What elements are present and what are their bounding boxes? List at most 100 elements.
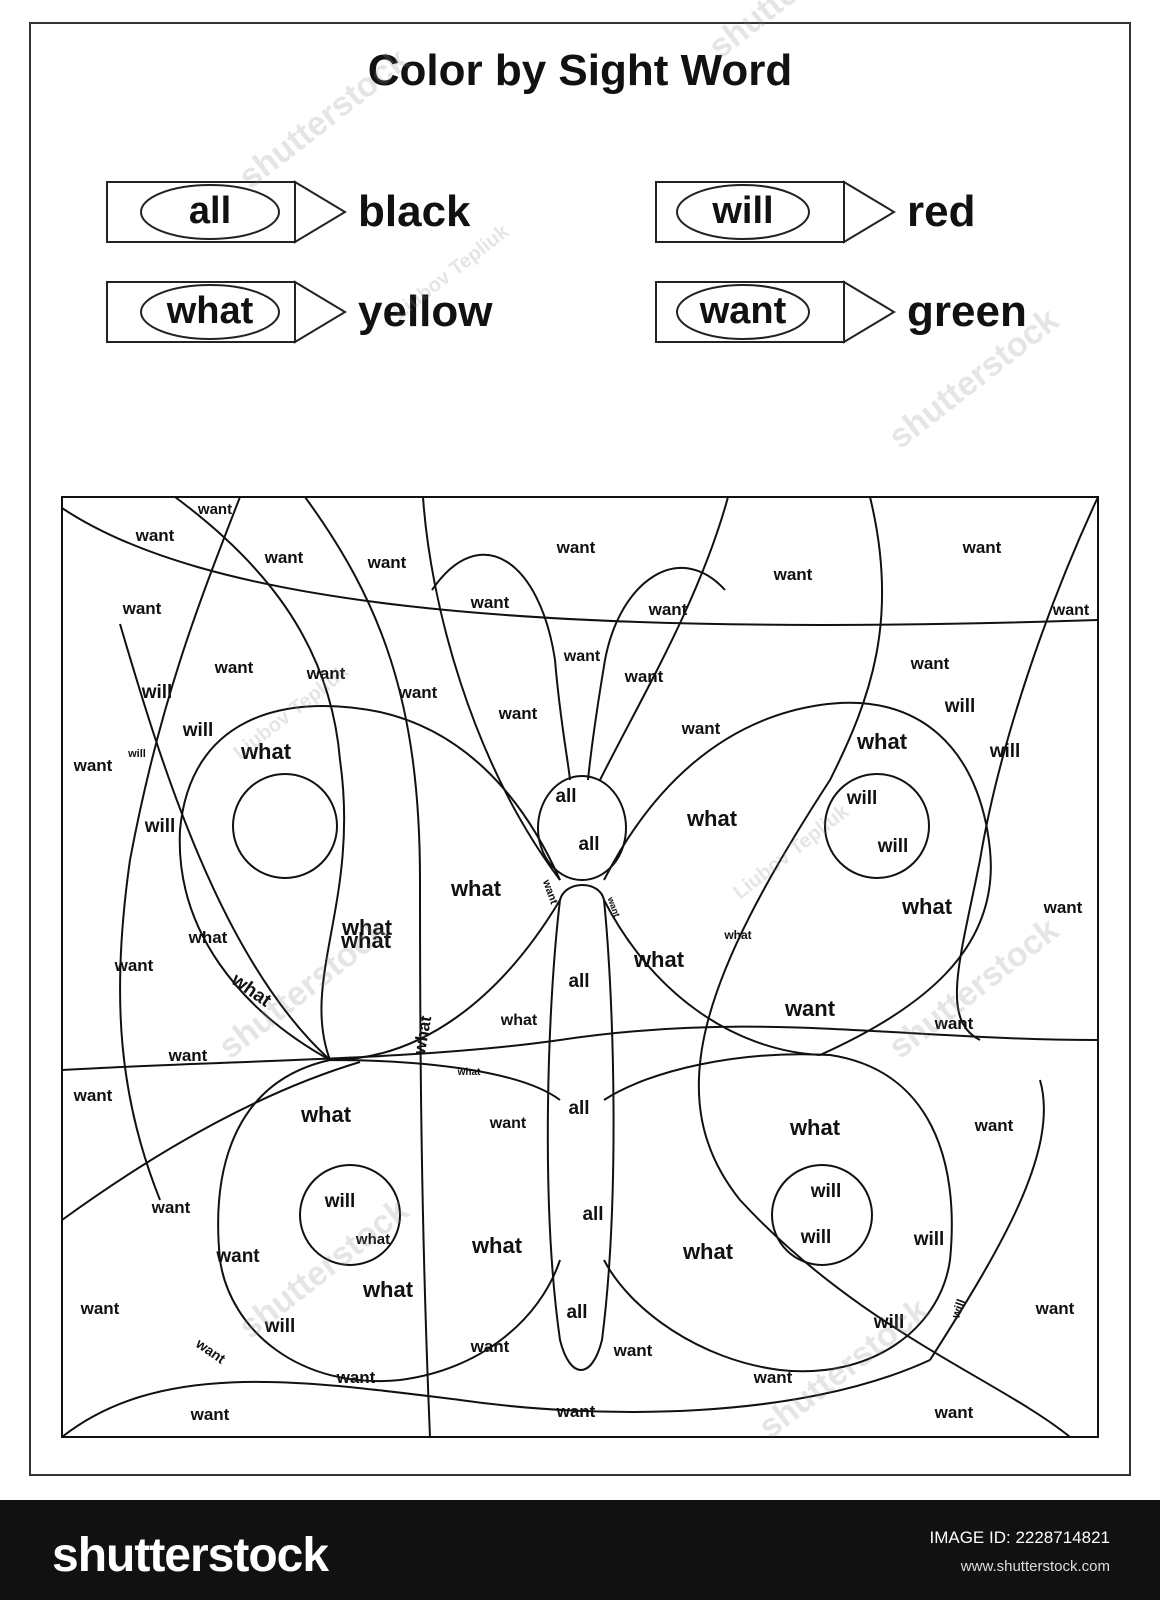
butterfly-body bbox=[546, 884, 615, 1371]
region-label: want bbox=[470, 593, 510, 612]
region-label: want bbox=[122, 599, 162, 618]
region-label: want bbox=[563, 648, 601, 665]
region-label: want bbox=[648, 600, 688, 619]
footer-url: www.shutterstock.com bbox=[960, 1558, 1110, 1575]
region-label: want bbox=[470, 1337, 510, 1356]
key-color-name: green bbox=[907, 287, 1027, 336]
region-line bbox=[955, 496, 1099, 1041]
region-label: what bbox=[362, 1277, 414, 1302]
crayon-icon bbox=[106, 280, 347, 344]
region-label: want bbox=[73, 1086, 113, 1105]
region-label: will bbox=[324, 1191, 356, 1212]
worksheet-frame bbox=[29, 22, 1131, 1476]
region-line bbox=[422, 496, 561, 881]
region-label: what bbox=[355, 1231, 390, 1248]
region-label: will bbox=[948, 1297, 968, 1321]
region-label: want bbox=[962, 538, 1002, 557]
region-label: want bbox=[681, 719, 721, 738]
region-label: what bbox=[723, 928, 751, 942]
region-label: will bbox=[877, 836, 909, 857]
region-label: what bbox=[901, 894, 953, 919]
region-label: want bbox=[190, 1405, 230, 1424]
footer-bar: shutterstock IMAGE ID: 2228714821 www.sh… bbox=[0, 1500, 1160, 1600]
region-label: what bbox=[450, 876, 502, 901]
butterfly-coloring-picture: want want want want want want want want … bbox=[61, 0, 1099, 1446]
region-label: want bbox=[336, 1368, 376, 1387]
region-label: want bbox=[613, 1341, 653, 1360]
region-label: want bbox=[498, 704, 538, 723]
crayon-icon bbox=[655, 180, 896, 244]
region-label: want bbox=[773, 565, 813, 584]
region-label: what bbox=[340, 928, 392, 953]
region-label: what bbox=[341, 915, 393, 940]
region-label: want bbox=[556, 1402, 596, 1421]
key-crayon-want: want green bbox=[655, 280, 1055, 345]
wing-spot bbox=[771, 1164, 873, 1266]
region-label: what bbox=[686, 806, 738, 831]
svg-text:Liubov Tepliuk: Liubov Tepliuk bbox=[390, 220, 514, 324]
region-label: want bbox=[934, 1014, 974, 1033]
region-label: what bbox=[500, 1012, 538, 1029]
region-label: want bbox=[398, 683, 438, 702]
page-title: Color by Sight Word bbox=[367, 46, 793, 95]
region-label: what bbox=[240, 739, 292, 764]
region-line bbox=[61, 1359, 931, 1438]
region-label: want bbox=[1035, 1299, 1075, 1318]
region-line bbox=[119, 623, 331, 1061]
region-label: will bbox=[913, 1229, 945, 1250]
region-line bbox=[174, 496, 346, 1061]
region-line bbox=[929, 1079, 1045, 1361]
region-label: want bbox=[910, 654, 950, 673]
region-label: want bbox=[540, 877, 560, 906]
region-label: all bbox=[582, 1204, 603, 1225]
wing-lower-left bbox=[217, 1058, 561, 1383]
region-label: what bbox=[188, 928, 228, 947]
wing-upper-left bbox=[178, 705, 561, 1062]
region-label: want bbox=[624, 667, 664, 686]
key-crayon-will: will red bbox=[655, 180, 1055, 245]
region-line bbox=[61, 1025, 1099, 1071]
key-color-name: black bbox=[358, 187, 471, 236]
antenna-left bbox=[431, 553, 571, 781]
region-label: all bbox=[568, 971, 589, 992]
wing-spot bbox=[299, 1164, 401, 1266]
svg-text:shutterstock: shutterstock bbox=[882, 301, 1066, 457]
region-label: what bbox=[300, 1102, 352, 1127]
svg-text:shutterstock: shutterstock bbox=[232, 41, 416, 197]
region-label: will bbox=[873, 1312, 905, 1333]
region-line bbox=[119, 496, 241, 1201]
shutterstock-logo: shutterstock bbox=[52, 1529, 329, 1582]
region-label: what bbox=[682, 1239, 734, 1264]
region-line bbox=[61, 1061, 361, 1221]
region-label: will bbox=[144, 816, 176, 837]
region-label: want bbox=[214, 658, 254, 677]
key-color-name: red bbox=[907, 187, 976, 236]
region-label: want bbox=[135, 526, 175, 545]
region-label: will bbox=[989, 741, 1021, 762]
region-label: want bbox=[1043, 898, 1083, 917]
region-label: will bbox=[944, 696, 976, 717]
key-word: what bbox=[166, 290, 254, 332]
region-label: will bbox=[182, 720, 214, 741]
region-label: want bbox=[215, 1246, 260, 1267]
svg-text:shutterstock: shutterstock bbox=[232, 1191, 416, 1347]
region-label: want bbox=[80, 1299, 120, 1318]
region-label: will bbox=[810, 1181, 842, 1202]
wing-spot bbox=[232, 773, 338, 879]
key-crayon-all: all black bbox=[106, 180, 471, 245]
crayon-icon bbox=[106, 180, 347, 244]
region-label: want bbox=[784, 996, 836, 1021]
region-label: what bbox=[471, 1233, 523, 1258]
region-label: want bbox=[168, 1046, 208, 1065]
region-label: all bbox=[555, 786, 576, 807]
region-label: want bbox=[367, 553, 407, 572]
region-line bbox=[304, 496, 431, 1438]
svg-text:Liubov Tepliuk: Liubov Tepliuk bbox=[730, 800, 854, 904]
region-line bbox=[599, 496, 729, 781]
region-label: want bbox=[264, 548, 304, 567]
region-label: what bbox=[856, 729, 908, 754]
region-label: will bbox=[141, 682, 173, 703]
region-label: want bbox=[192, 1335, 228, 1367]
region-label: all bbox=[568, 1098, 589, 1119]
region-label: want bbox=[974, 1116, 1014, 1135]
